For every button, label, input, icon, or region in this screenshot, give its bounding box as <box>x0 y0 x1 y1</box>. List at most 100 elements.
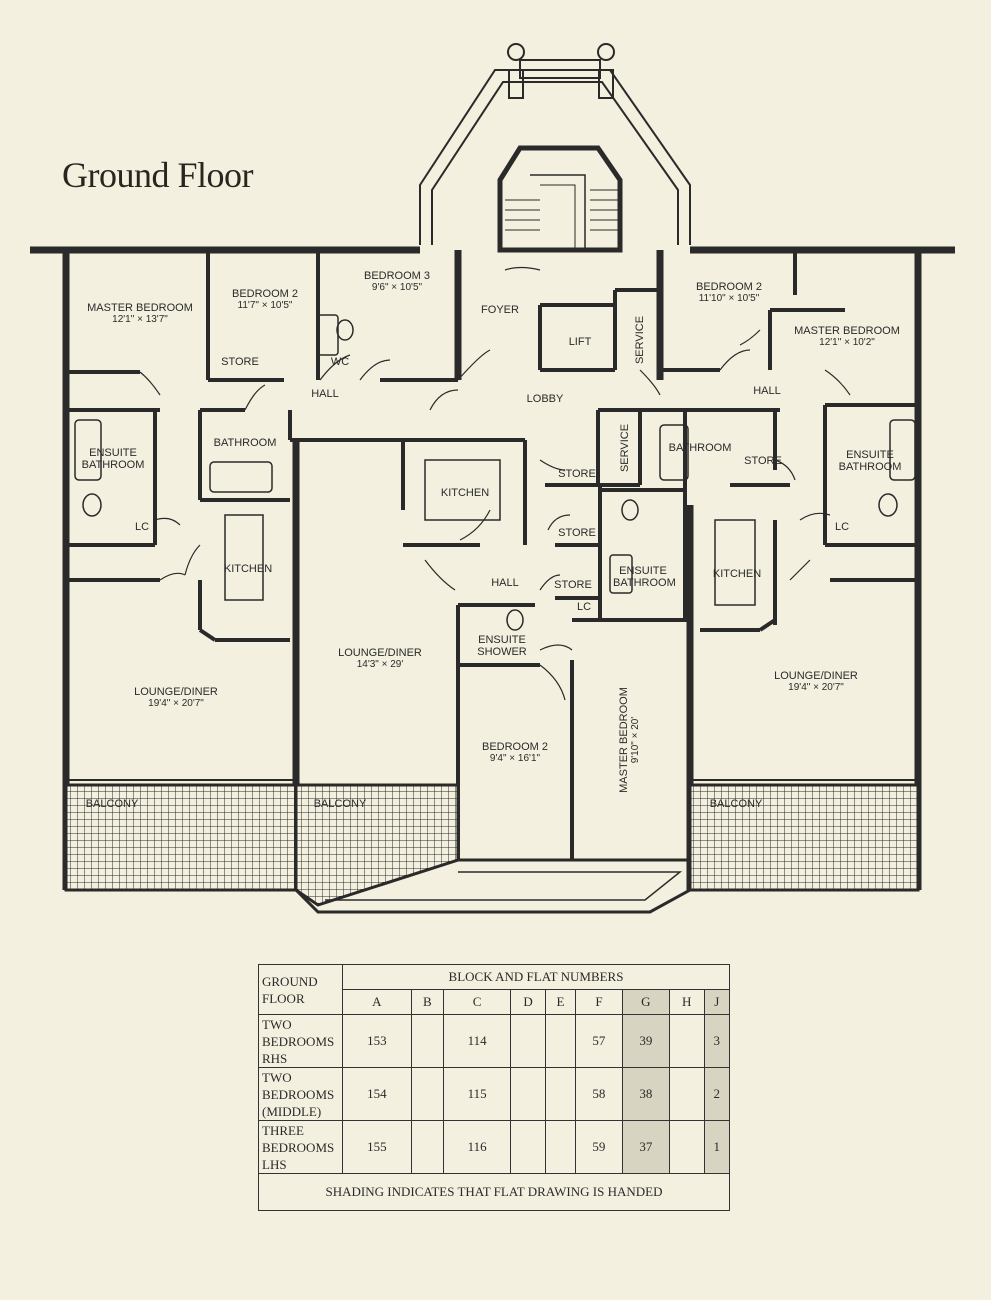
room-lift: LIFT <box>568 336 592 348</box>
table-cell: 38 <box>621 1067 670 1121</box>
table-cell: 155 <box>342 1120 412 1174</box>
table-cell: 37 <box>621 1120 670 1174</box>
room-lc-right: LC <box>834 521 850 533</box>
walls-centre <box>401 288 690 860</box>
label-balcony-middle: BALCONY <box>313 798 367 810</box>
table-cell <box>510 1014 546 1068</box>
table-cell <box>544 1120 576 1174</box>
room-store-mid-1: STORE <box>558 468 596 480</box>
room-bathroom-right: BATHROOM <box>668 442 732 454</box>
table-columns-row: A B C D E F G H J <box>259 989 731 1015</box>
table-cell <box>510 1120 546 1174</box>
table-cell: 59 <box>574 1120 623 1174</box>
balcony-middle <box>294 783 460 907</box>
label-balcony-right: BALCONY <box>709 798 763 810</box>
corner-line-1: GROUND <box>262 973 318 989</box>
column-header: C <box>443 989 512 1015</box>
column-header: E <box>544 989 576 1015</box>
room-store-mid-3: STORE <box>554 579 592 591</box>
table-cell: 153 <box>342 1014 412 1068</box>
room-lc-middle: LC <box>576 601 592 613</box>
column-header: H <box>668 989 705 1015</box>
table-note-row: SHADING INDICATES THAT FLAT DRAWING IS H… <box>258 1173 730 1211</box>
room-bathroom-left: BATHROOM <box>213 437 277 449</box>
table-cell: 116 <box>443 1120 512 1174</box>
room-hall-right: HALL <box>753 385 781 397</box>
flat-numbers-table: GROUND FLOOR BLOCK AND FLAT NUMBERS A B … <box>258 964 731 1211</box>
corner-line-2: FLOOR <box>262 990 305 1006</box>
table-cell: 2 <box>703 1067 731 1121</box>
table-cell: 58 <box>574 1067 623 1121</box>
column-header: F <box>574 989 623 1015</box>
table-cell: 57 <box>574 1014 623 1068</box>
room-lc-left: LC <box>134 521 150 533</box>
staircase <box>497 145 623 253</box>
table-cell <box>410 1014 445 1068</box>
fixtures <box>74 314 916 631</box>
balcony-left <box>64 783 298 892</box>
column-header: G <box>621 989 670 1015</box>
table-cell <box>510 1067 546 1121</box>
table-cell: 115 <box>443 1067 512 1121</box>
shading-note: SHADING INDICATES THAT FLAT DRAWING IS H… <box>258 1173 730 1211</box>
room-store-mid-2: STORE <box>558 527 596 539</box>
table-cell: 1 <box>703 1120 731 1174</box>
room-service-mid: SERVICE <box>619 423 631 473</box>
room-kitchen-left: KITCHEN <box>223 563 273 575</box>
table-heading: BLOCK AND FLAT NUMBERS <box>342 964 730 990</box>
bay-middle <box>294 858 692 914</box>
table-cell: 154 <box>342 1067 412 1121</box>
room-hall-left: HALL <box>311 388 339 400</box>
room-lobby: LOBBY <box>526 393 564 405</box>
table-cell <box>410 1120 445 1174</box>
room-kitchen-right: KITCHEN <box>712 568 762 580</box>
table-cell <box>544 1014 576 1068</box>
table-corner-label: GROUND FLOOR <box>258 964 343 1015</box>
room-ensuite-shower: ENSUITE SHOWER <box>477 634 527 658</box>
room-store-right: STORE <box>744 455 782 467</box>
walls-right-flat <box>660 250 918 632</box>
column-header: B <box>410 989 445 1015</box>
room-kitchen-middle: KITCHEN <box>440 487 490 499</box>
entrance-bay <box>419 43 691 245</box>
room-ensuite-bathroom-left: ENSUITE BATHROOM <box>81 447 145 471</box>
page-title: Ground Floor <box>62 155 254 195</box>
balcony-right <box>688 783 920 892</box>
table-header-row: GROUND FLOOR BLOCK AND FLAT NUMBERS <box>258 964 730 1015</box>
column-header: A <box>342 989 412 1015</box>
table-cell <box>410 1067 445 1121</box>
table-cell: 39 <box>621 1014 670 1068</box>
room-hall-middle: HALL <box>491 577 519 589</box>
room-ensuite-bathroom-middle: ENSUITE BATHROOM <box>613 565 676 589</box>
room-foyer: FOYER <box>481 304 519 316</box>
room-store-left: STORE <box>221 356 259 368</box>
column-header: D <box>510 989 546 1015</box>
table-cell <box>544 1067 576 1121</box>
room-wc: WC <box>330 356 350 368</box>
door-swings <box>139 266 851 701</box>
walls-left-flat <box>66 250 458 642</box>
table-cell <box>668 1120 705 1174</box>
table-cell <box>668 1014 705 1068</box>
room-ensuite-bathroom-right: ENSUITE BATHROOM <box>838 449 902 473</box>
floor-plan-drawing <box>30 43 955 914</box>
table-cell: 3 <box>703 1014 731 1068</box>
label-balcony-left: BALCONY <box>85 798 139 810</box>
column-header: J <box>703 989 731 1015</box>
